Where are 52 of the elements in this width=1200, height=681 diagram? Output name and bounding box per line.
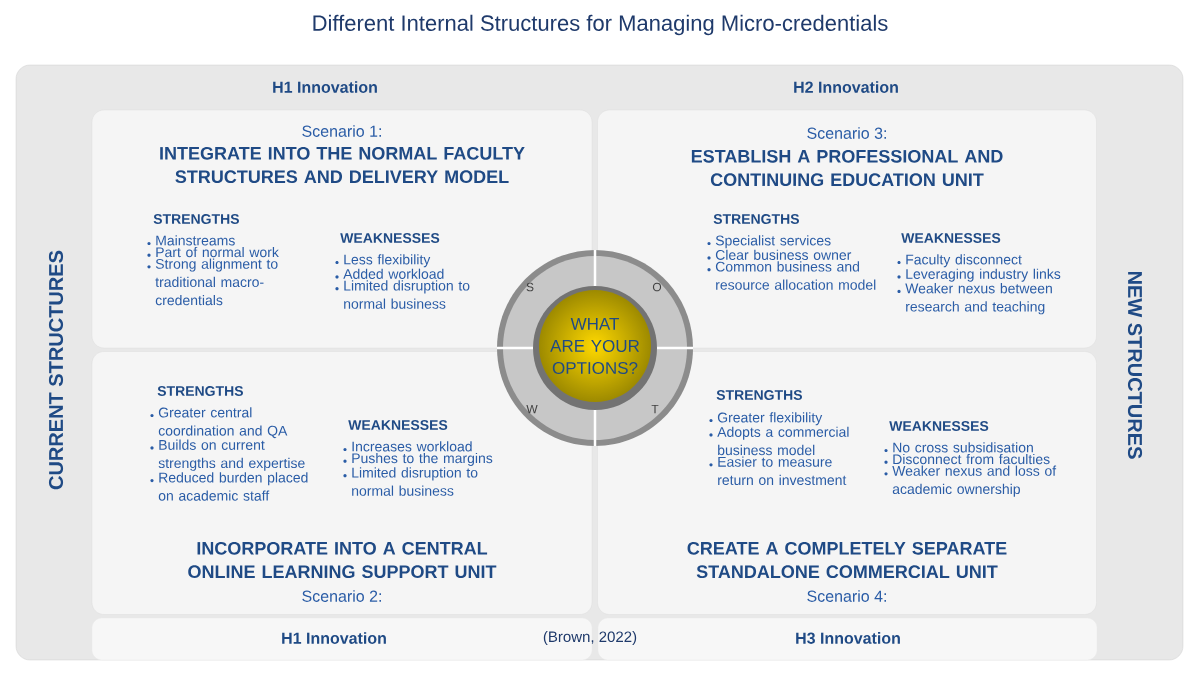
bullet-item: Adopts a commercial business model bbox=[709, 426, 849, 456]
bullet-item: No cross subsidisation bbox=[884, 442, 1033, 453]
list-heading: WEAKNESSES bbox=[348, 420, 448, 430]
bullet-item: Limited disruption to normal business bbox=[343, 467, 478, 496]
title: Different Internal Structures for Managing Micro-credentials bbox=[313, 14, 888, 36]
ring-letter: O bbox=[652, 282, 662, 292]
scenario-heading: ESTABLISH A PROFESSIONAL AND CONTINUING EDUCATION UNIT bbox=[691, 149, 1003, 187]
column-header: H3 Innovation bbox=[796, 632, 900, 644]
scenario-label: Scenario 2: bbox=[302, 590, 381, 602]
ring-letter: S bbox=[526, 282, 534, 292]
ring-letter: W bbox=[526, 404, 538, 414]
citation: (Brown, 2022) bbox=[543, 631, 637, 645]
bullet-item: Mainstreams bbox=[147, 235, 235, 246]
list-heading: WEAKNESSES bbox=[340, 233, 440, 243]
bullet-item: Disconnect from faculties bbox=[884, 453, 1050, 465]
column-header: H1 Innovation bbox=[282, 632, 386, 644]
scenario-heading: INCORPORATE INTO A CENTRAL ONLINE LEARNING SUPPORT UNIT bbox=[188, 541, 497, 579]
bullet-item: Specialist services bbox=[707, 235, 831, 249]
scenario-label: Scenario 1: bbox=[302, 125, 381, 137]
scenario-heading: CREATE A COMPLETELY SEPARATE STANDALONE COMMERCIAL UNIT bbox=[687, 541, 1007, 579]
bullet-item: Added workload bbox=[335, 268, 444, 279]
scenario-heading: INTEGRATE INTO THE NORMAL FACULTY STRUCTURES AND DELIVERY MODEL bbox=[160, 146, 525, 184]
list-heading: WEAKNESSES bbox=[889, 421, 989, 431]
row-header: CURRENT STRUCTURES bbox=[48, 250, 64, 490]
list-heading: STRENGTHS bbox=[157, 386, 243, 396]
list-heading: STRENGTHS bbox=[153, 214, 239, 224]
bullet-item: Reduced burden placed on academic staff bbox=[150, 472, 308, 501]
column-header: H2 Innovation bbox=[794, 81, 898, 93]
bullet-item: Less flexibility bbox=[335, 254, 431, 268]
column-header: H1 Innovation bbox=[273, 81, 377, 93]
bullet-item: Weaker nexus and loss of academic ownership bbox=[884, 465, 1057, 497]
bullet-item: Weaker nexus between research and teaching bbox=[897, 283, 1052, 315]
bullet-item: Common business and resource allocation model bbox=[707, 261, 876, 290]
bullet-item: Strong alignment to traditional macro-credentials bbox=[147, 258, 278, 306]
bullet-item: Faculty disconnect bbox=[897, 254, 1022, 268]
list-heading: WEAKNESSES bbox=[901, 233, 1001, 243]
bullet-item: Easier to measure return on investment bbox=[709, 456, 847, 485]
bullet-item: Part of normal work bbox=[147, 246, 279, 258]
bullet-item: Pushes to the margins bbox=[343, 452, 493, 466]
row-header: NEW STRUCTURES bbox=[1127, 271, 1143, 459]
bullet-item: Greater central coordination and QA bbox=[150, 407, 288, 439]
bullet-item: Clear business owner bbox=[707, 249, 852, 260]
bullet-item: Limited disruption to normal business bbox=[335, 280, 470, 309]
ring-letter: T bbox=[651, 404, 659, 414]
list-heading: STRENGTHS bbox=[716, 390, 802, 400]
bullet-item: Greater flexibility bbox=[709, 412, 823, 426]
scenario-label: Scenario 3: bbox=[807, 127, 886, 139]
bullet-item: Builds on current strengths and expertise bbox=[150, 439, 305, 471]
bullet-item: Increases workload bbox=[343, 441, 472, 452]
bullet-item: Leveraging industry links bbox=[897, 268, 1061, 282]
scenario-label: Scenario 4: bbox=[807, 590, 886, 602]
list-heading: STRENGTHS bbox=[713, 214, 799, 224]
